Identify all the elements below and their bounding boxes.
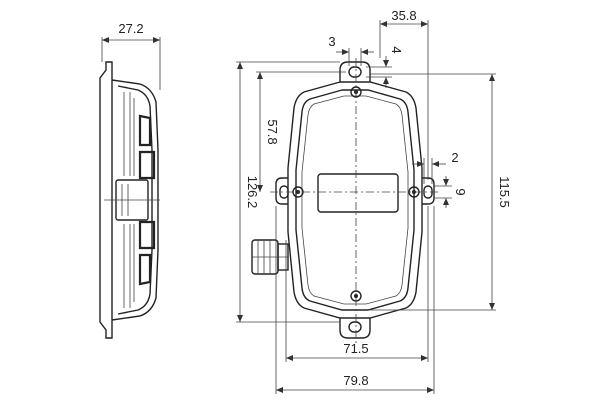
inner-width-label: 71.5 — [343, 341, 368, 356]
front-view — [251, 58, 440, 344]
side-width-label: 27.2 — [118, 21, 143, 36]
bottom-screw-center — [354, 294, 358, 298]
bottom-slot — [348, 321, 362, 333]
housing-inner-outline — [295, 89, 415, 311]
slot-height-label: 4 — [389, 46, 404, 53]
outer-width-label: 79.8 — [343, 373, 368, 388]
front-dimensions: 35.8 3 4 57.8 2 9 126.2 — [236, 8, 512, 394]
side-slot-height-label: 9 — [453, 188, 468, 195]
left-mounting-ear — [275, 177, 288, 205]
side-rib-lower — [138, 253, 152, 286]
overall-height-left-label: 126.2 — [245, 176, 260, 209]
slot-width-label: 3 — [328, 34, 335, 49]
top-slot — [348, 66, 362, 78]
side-rib-upper — [138, 114, 152, 147]
right-mounting-ear — [422, 177, 435, 205]
top-offset-label: 35.8 — [391, 8, 416, 23]
overall-height-right-label: 115.5 — [497, 176, 512, 208]
side-slot-width-label: 2 — [451, 150, 458, 165]
side-rib-mid-lower — [138, 220, 156, 250]
upper-height-label: 57.8 — [265, 119, 280, 144]
housing-lid — [301, 95, 409, 305]
side-view: 27.2 — [99, 21, 161, 339]
label-window — [317, 173, 399, 213]
bottom-mounting-ear — [339, 318, 371, 339]
side-rib-mid-upper — [138, 150, 156, 180]
cable-gland — [251, 239, 289, 275]
side-flange — [99, 61, 113, 339]
